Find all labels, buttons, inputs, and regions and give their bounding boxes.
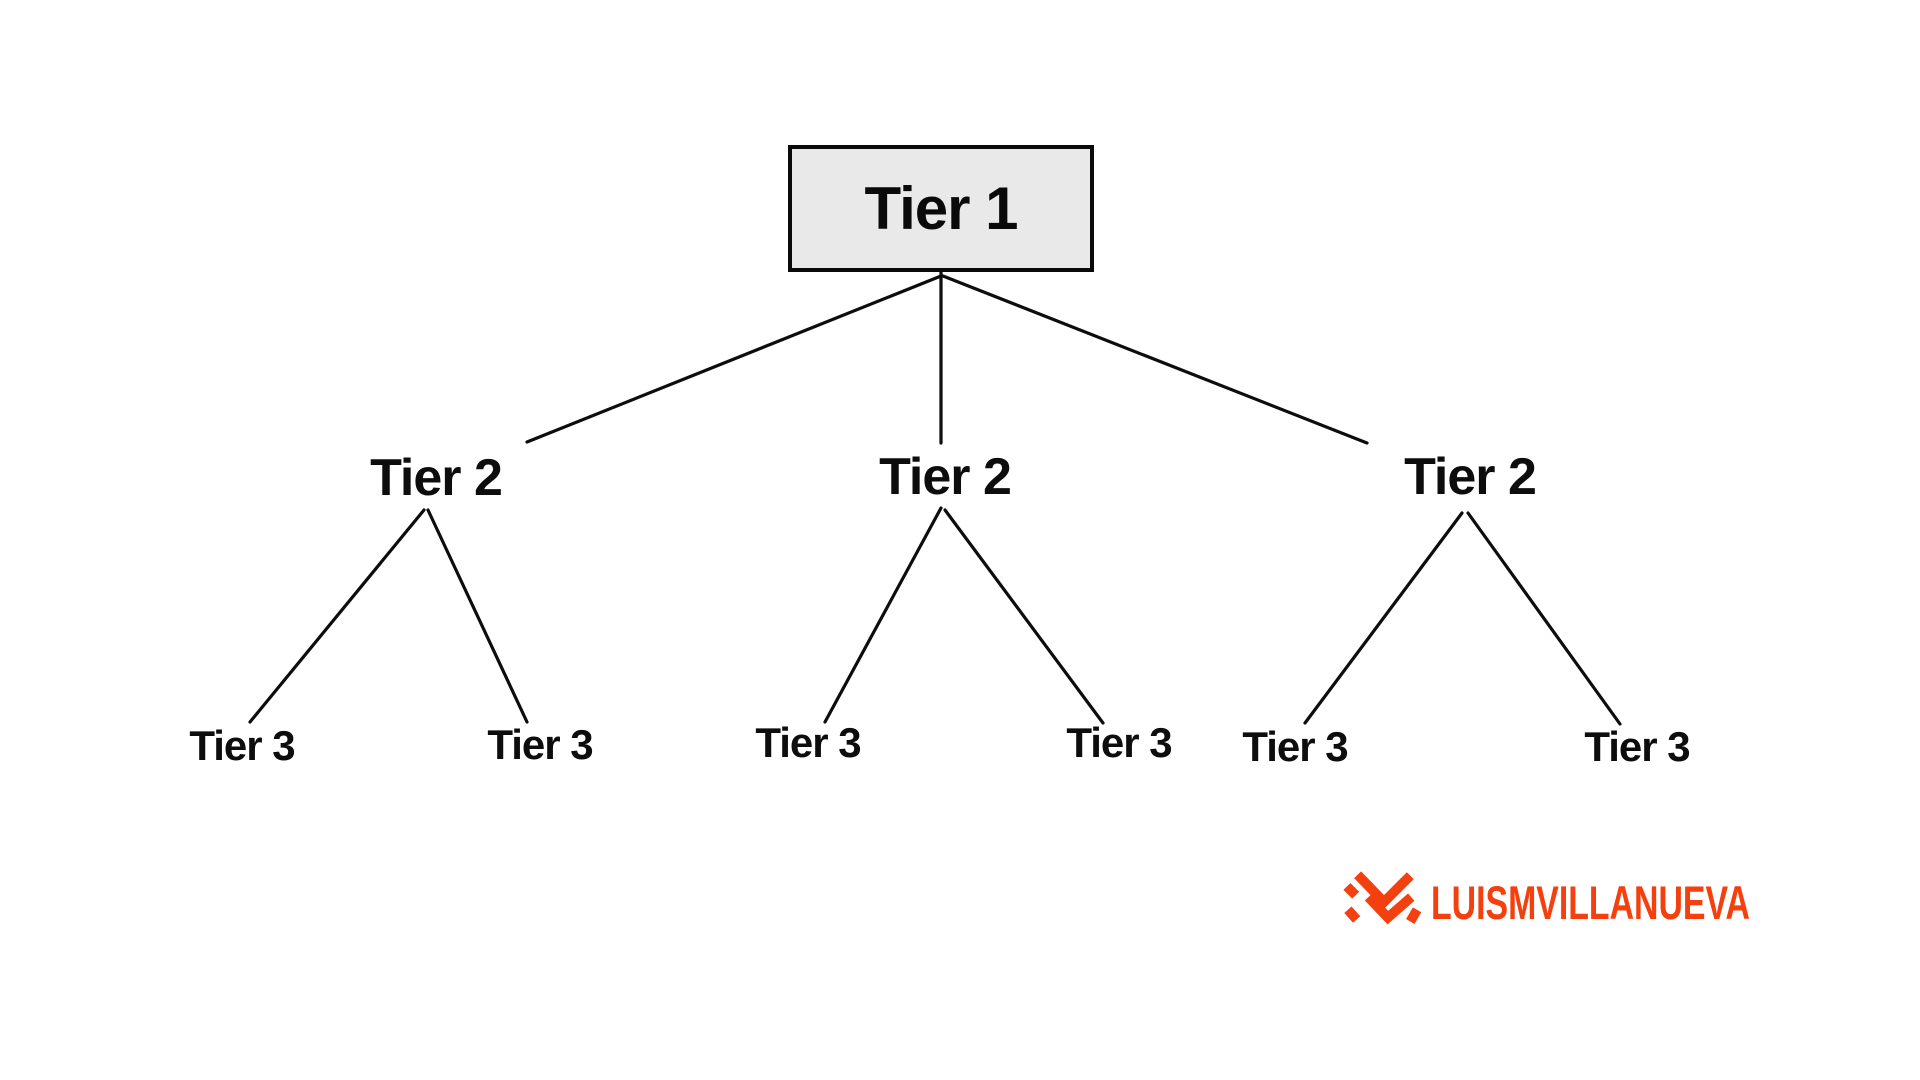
tier1-label: Tier 1 — [864, 175, 1019, 242]
brand-wordmark: LUISMVILLANUEVA — [1431, 875, 1750, 929]
tier3-node-1: Tier 3 — [189, 722, 295, 769]
brand-logo: LUISMVILLANUEVA — [1343, 868, 1874, 936]
tier1-node: Tier 1 — [788, 145, 1094, 272]
tier2-node-3: Tier 2 — [1404, 448, 1537, 506]
tier2-node-2: Tier 2 — [879, 448, 1012, 506]
tier3-node-4: Tier 3 — [1066, 719, 1172, 766]
tier2-node-1: Tier 2 — [370, 449, 503, 507]
tier3-node-3: Tier 3 — [755, 719, 861, 766]
tier3-node-6: Tier 3 — [1584, 723, 1690, 770]
tier3-node-2: Tier 3 — [487, 721, 593, 768]
tier3-node-5: Tier 3 — [1242, 723, 1348, 770]
brand-chevron-icon — [1343, 871, 1421, 925]
